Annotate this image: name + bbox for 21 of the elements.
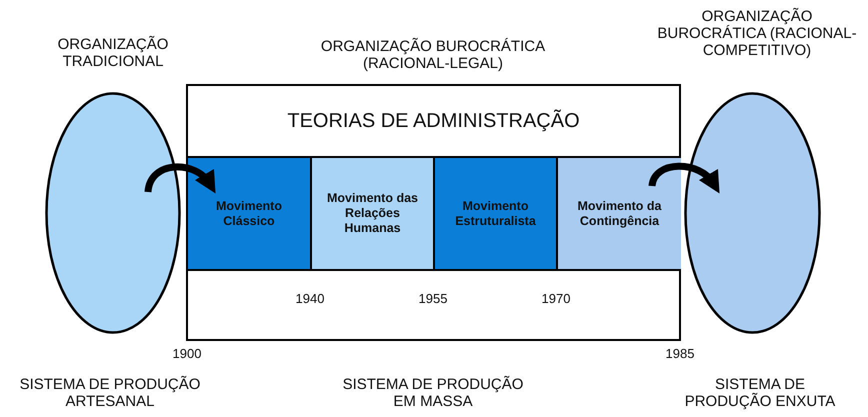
era-label: ORGANIZAÇÃO BUROCRÁTICA (RACIONAL-LEGAL) — [320, 38, 546, 72]
period-cell: Movimento Estruturalista — [435, 156, 558, 271]
frame-title: TEORIAS DE ADMINISTRAÇÃO — [286, 110, 581, 132]
era-label: SISTEMA DE PRODUÇÃO EM MASSA — [342, 376, 524, 410]
ellipse-shape — [684, 92, 821, 334]
era-label: SISTEMA DE PRODUÇÃO ENXUTA — [684, 376, 836, 410]
curved-arrow — [648, 162, 721, 193]
period-cell: Movimento da Contingência — [558, 156, 681, 271]
period-cell: Movimento das Relações Humanas — [312, 156, 435, 271]
era-label: SISTEMA DE PRODUÇÃO ARTESANAL — [18, 376, 202, 410]
era-label: ORGANIZAÇÃO TRADICIONAL — [56, 36, 170, 70]
year-label: 1955 — [418, 290, 448, 307]
ellipse-shape — [45, 92, 181, 334]
year-label: 1940 — [294, 290, 326, 307]
curved-arrow — [144, 164, 217, 193]
timeline-frame — [186, 84, 681, 341]
year-label: 1970 — [540, 290, 572, 307]
era-label: ORGANIZAÇÃO BUROCRÁTICA (RACIONAL-COMPETITIVO) — [656, 8, 858, 59]
year-label: 1900 — [172, 345, 202, 362]
period-cell: Movimento Clássico — [188, 156, 312, 271]
year-label: 1985 — [664, 345, 696, 362]
